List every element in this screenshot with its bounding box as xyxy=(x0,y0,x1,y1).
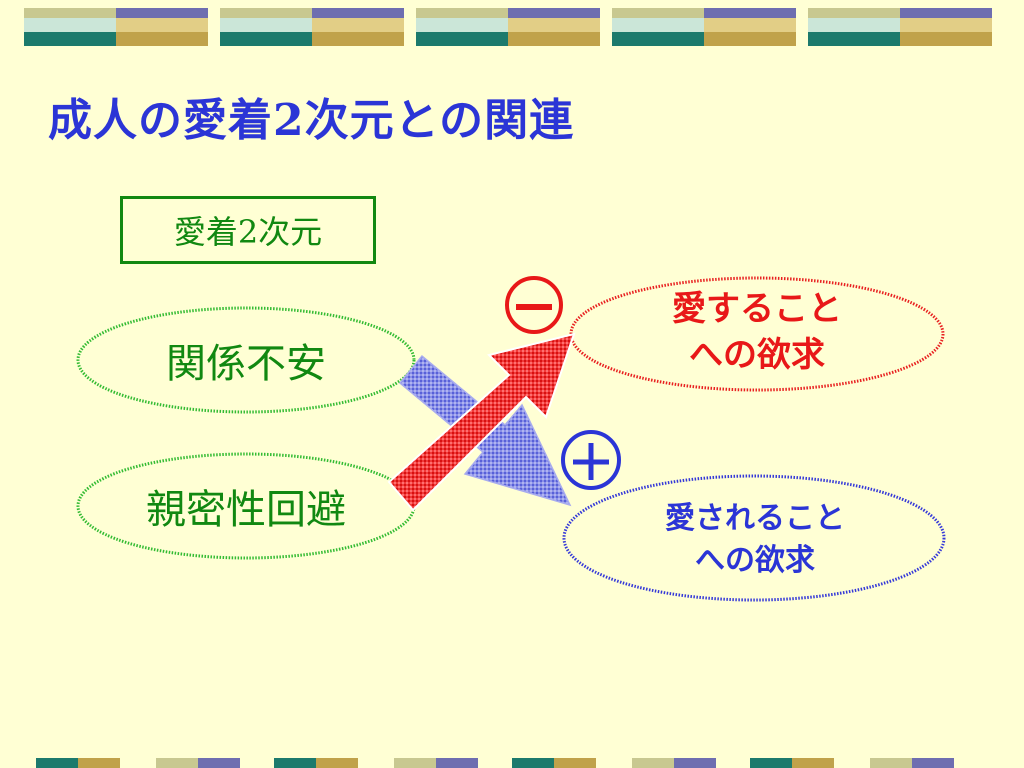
band-segment xyxy=(24,8,208,46)
dimension-box: 愛着2次元 xyxy=(120,196,376,264)
minus-sign-icon xyxy=(505,276,563,334)
slide-title: 成人の愛着2次元との関連 xyxy=(48,95,575,146)
band-segment xyxy=(220,8,404,46)
desire-to-be-loved-ellipse xyxy=(562,474,946,602)
anxiety-ellipse xyxy=(76,306,416,414)
band-segment xyxy=(416,8,600,46)
red-arrow-avoidance-to-love xyxy=(387,332,576,512)
top-decorative-band xyxy=(24,8,992,46)
band-segment xyxy=(808,8,992,46)
avoidance-ellipse xyxy=(76,452,416,560)
bottom-decorative-band xyxy=(36,758,954,768)
desire-to-love-ellipse xyxy=(569,276,945,392)
plus-sign-icon xyxy=(561,430,621,490)
band-segment xyxy=(612,8,796,46)
